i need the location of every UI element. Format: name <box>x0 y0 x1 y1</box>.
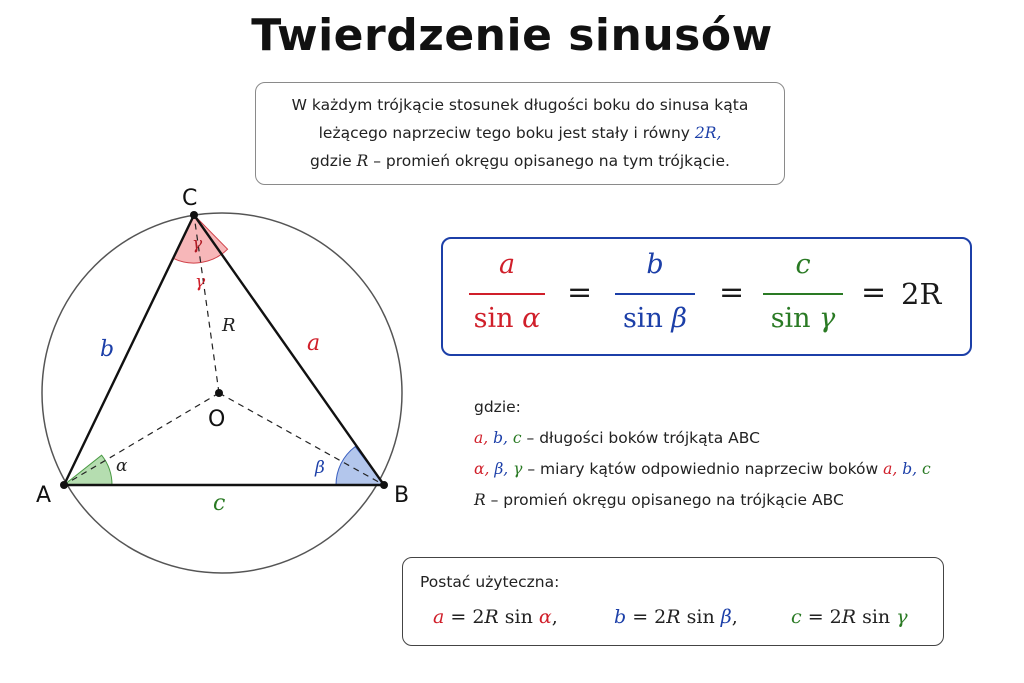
radius-OB <box>218 392 385 486</box>
definition-line-1: W każdym trójkącie stosunek długości bok… <box>291 96 749 114</box>
label-gamma-inner: γ <box>192 234 203 254</box>
numerator-a: a <box>498 249 516 280</box>
label-side-b: b <box>100 337 114 362</box>
point-C <box>190 211 198 219</box>
label-B: B <box>394 483 409 508</box>
triangle-ABC <box>62 213 386 487</box>
useful-formula-b: b = 2R sin β, <box>614 606 738 628</box>
denominator-a: sin α <box>473 303 541 334</box>
equals-2: = <box>719 275 745 310</box>
label-side-c: c <box>213 491 225 516</box>
circumcircle <box>41 212 403 574</box>
definition-line-3: gdzie R – promień okręgu opisanego na ty… <box>310 152 730 170</box>
legend-row-radius: R – promień okręgu opisanego na trójkąci… <box>474 491 844 509</box>
fraction-bar-a <box>469 293 545 295</box>
label-alpha: α <box>116 456 128 476</box>
equals-1: = <box>567 275 593 310</box>
radius-OC <box>193 214 220 394</box>
label-side-a: a <box>307 331 320 356</box>
label-radius: R <box>221 315 236 336</box>
numerator-b: b <box>646 249 664 280</box>
useful-formula-c: c = 2R sin γ <box>791 606 908 628</box>
legend-row-angles: α, β, γ – miary kątów odpowiednio naprze… <box>474 460 931 478</box>
point-B <box>380 481 388 489</box>
point-A <box>60 481 68 489</box>
sine-law-formula-box: a sin α = b sin β = c sin γ = 2R <box>441 237 972 356</box>
definition-line-2: leżącego naprzeciw tego boku jest stały … <box>318 124 722 142</box>
page-title: Twierdzenie sinusów <box>251 10 773 61</box>
legend: gdzie: a, b, c – długości boków trójkąta… <box>474 392 931 516</box>
useful-formula-a: a = 2R sin α, <box>433 606 558 628</box>
label-gamma-outer: γ <box>195 272 206 292</box>
radius-OA <box>63 392 220 486</box>
definition-box: W każdym trójkącie stosunek długości bok… <box>255 82 785 185</box>
denominator-b: sin β <box>622 303 688 334</box>
formula-2R: 2R <box>901 277 942 311</box>
angle-gamma-sector <box>172 214 229 264</box>
useful-form-box: Postać użyteczna: a = 2R sin α, b = 2R s… <box>402 557 944 646</box>
label-O: O <box>208 407 225 432</box>
numerator-c: c <box>795 249 811 280</box>
useful-form-label: Postać użyteczna: <box>420 573 560 591</box>
fraction-bar-c <box>763 293 843 295</box>
definition-2R: 2R, <box>694 124 722 142</box>
label-beta: β <box>314 458 325 478</box>
label-C: C <box>182 186 197 211</box>
label-A: A <box>36 483 51 508</box>
fraction-bar-b <box>615 293 695 295</box>
point-O <box>215 389 223 397</box>
denominator-c: sin γ <box>770 303 836 334</box>
legend-row-sides: a, b, c – długości boków trójkąta ABC <box>474 429 760 447</box>
equals-3: = <box>861 275 887 310</box>
legend-intro: gdzie: <box>474 398 521 416</box>
